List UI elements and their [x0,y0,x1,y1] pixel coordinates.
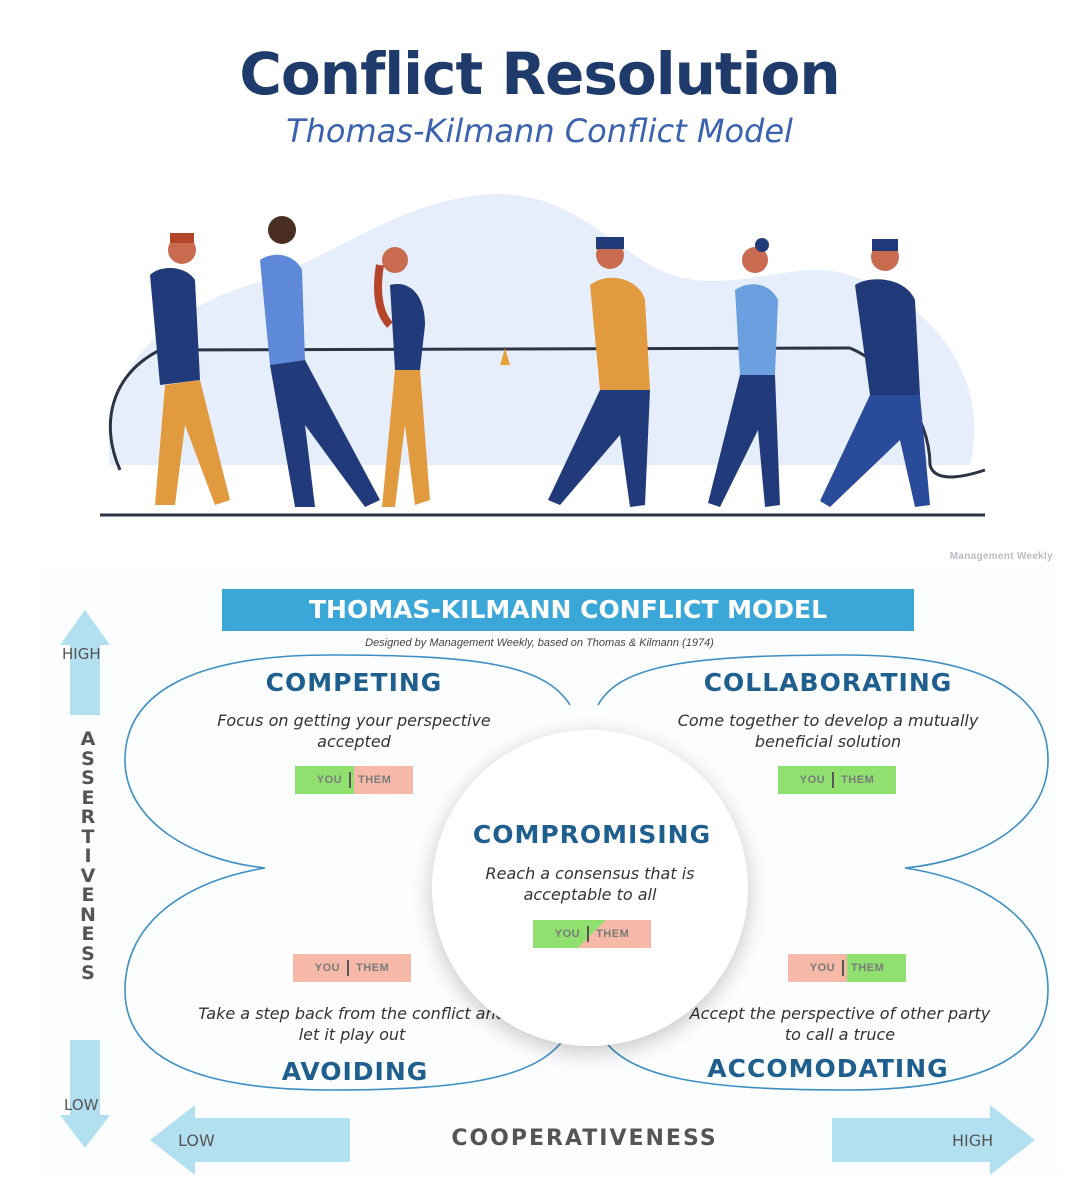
chip-you-label: YOU [555,928,580,940]
chip-you-label: YOU [800,774,825,786]
chip-them-label: THEM [356,962,389,974]
avoiding-title: AVOIDING [175,1057,535,1086]
chip-them-label: THEM [358,774,391,786]
assertiveness-low-label: LOW [64,1096,98,1114]
assertiveness-high-label: HIGH [62,645,101,663]
assertiveness-letter: E [76,925,100,945]
compromising-you-them-chip: YOU THEM [533,920,651,948]
collaborating-title: COLLABORATING [648,668,1008,697]
accommodating-you-them-chip: YOU THEM [788,954,906,982]
collaborating-you-them-chip: YOU THEM [778,766,896,794]
assertiveness-letter: R [76,808,100,828]
competing-you-them-chip: YOU THEM [295,766,413,794]
collaborating-description: Come together to develop a mutually bene… [668,710,988,752]
chip-you-label: YOU [810,962,835,974]
assertiveness-letter: I [76,847,100,867]
competing-description: Focus on getting your perspective accept… [194,710,514,752]
assertiveness-letter: S [76,769,100,789]
chip-them-label: THEM [841,774,874,786]
assertiveness-letter: E [76,886,100,906]
chip-them-label: THEM [851,962,884,974]
compromising-title: COMPROMISING [412,820,772,849]
competing-title: COMPETING [174,668,534,697]
model-banner: THOMAS-KILMANN CONFLICT MODEL [222,589,914,631]
avoiding-description: Take a step back from the conflict and l… [192,1003,512,1045]
accommodating-title: ACCOMODATING [648,1054,1008,1083]
accommodating-description: Accept the perspective of other party to… [680,1003,1000,1045]
chip-them-label: THEM [596,928,629,940]
model-credit: Designed by Management Weekly, based on … [0,637,1079,649]
chip-you-label: YOU [315,962,340,974]
chip-you-label: YOU [317,774,342,786]
assertiveness-letter: S [76,964,100,984]
cooperativeness-axis-label: COOPERATIVENESS [0,1126,1079,1151]
avoiding-you-them-chip: YOU THEM [293,954,411,982]
assertiveness-letter: A [76,730,100,750]
compromising-description: Reach a consensus that is acceptable to … [440,863,740,905]
